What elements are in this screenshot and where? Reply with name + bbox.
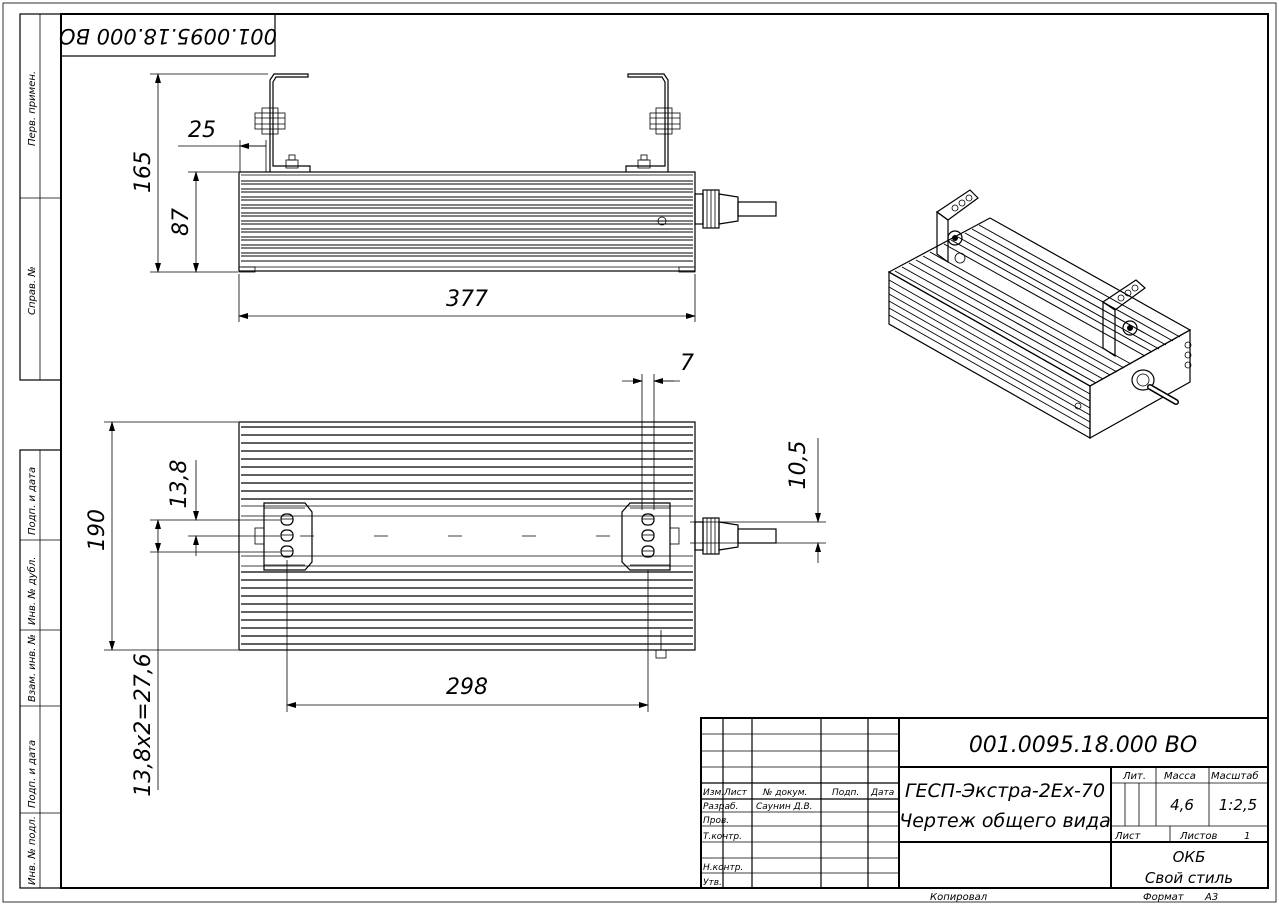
dim-7: 7 — [680, 351, 694, 376]
value-masshtab: 1:2,5 — [1219, 796, 1257, 814]
col-izm: Изм. — [703, 788, 724, 798]
row-tkontr: Т.контр. — [703, 832, 742, 842]
top-view-dimensions: 7 10,5 13,8 13,8х2=27,6 190 298 — [85, 351, 826, 797]
front-view-dimensions: 25 165 87 377 — [131, 73, 696, 322]
value-listov: 1 — [1244, 831, 1250, 842]
top-fins-upper — [241, 426, 693, 500]
org-line2: Свой стиль — [1145, 869, 1233, 887]
front-fins — [241, 180, 693, 262]
side-label-perv-primen: Перв. примен. — [27, 71, 38, 146]
side-label-vzam-inv: Взам. инв. № — [27, 634, 38, 702]
side-label-sprav-no: Справ. № — [27, 266, 38, 315]
col-docum: № докум. — [762, 788, 807, 798]
label-masshtab: Масштаб — [1211, 770, 1259, 782]
title-designation: 001.0095.18.000 ВО — [969, 733, 1197, 758]
value-format: А3 — [1204, 892, 1218, 903]
label-lit: Лит. — [1122, 771, 1146, 782]
dim-87: 87 — [169, 208, 194, 236]
label-format: Формат — [1143, 892, 1185, 903]
dim-298: 298 — [446, 675, 488, 700]
org-line1: ОКБ — [1173, 848, 1206, 866]
top-stamp-box: 001.0095.18.000 ВО — [59, 13, 277, 57]
side-label-podp-data-2: Подп. и дата — [27, 740, 38, 808]
left-side-strip: Перв. примен. Справ. № Подп. и дата Инв.… — [19, 13, 62, 889]
side-label-inv-dubl: Инв. № дубл. — [26, 557, 38, 625]
dim-25: 25 — [188, 118, 216, 143]
top-view — [238, 421, 777, 659]
label-massa: Масса — [1164, 771, 1196, 782]
row-utv: Утв. — [703, 878, 722, 888]
row-prov: Пров. — [703, 816, 729, 826]
row-razrab: Разраб. — [703, 802, 738, 812]
front-view — [238, 73, 777, 273]
razrab-name: Саунин Д.В. — [756, 802, 813, 812]
dim-10-5: 10,5 — [786, 441, 811, 490]
dim-377: 377 — [446, 287, 488, 312]
col-list: Лист — [723, 788, 748, 798]
col-data: Дата — [870, 788, 894, 798]
label-list: Лист — [1114, 831, 1142, 842]
row-nkontr: Н.контр. — [703, 863, 743, 873]
title-block: 001.0095.18.000 ВО ГЕСП-Экстра-2Ex-70 Че… — [700, 717, 1269, 889]
title-name-line2: Чертеж общего вида — [899, 810, 1111, 832]
value-massa: 4,6 — [1170, 796, 1194, 814]
label-kopiroval: Копировал — [930, 892, 988, 903]
col-podp: Подп. — [832, 788, 859, 798]
isometric-view — [887, 189, 1192, 440]
top-stamp-text: 001.0095.18.000 ВО — [59, 24, 277, 48]
dim-13-8x2: 13,8х2=27,6 — [131, 653, 156, 796]
top-fins-lower — [241, 571, 693, 645]
side-label-podp-data-1: Подп. и дата — [27, 467, 38, 535]
side-label-inv-podl: Инв. № подл. — [27, 816, 38, 885]
dim-13-8: 13,8 — [167, 460, 192, 509]
title-name-line1: ГЕСП-Экстра-2Ex-70 — [905, 780, 1105, 802]
label-listov: Листов — [1179, 831, 1217, 842]
dim-190: 190 — [85, 509, 110, 551]
dim-165: 165 — [131, 151, 156, 193]
